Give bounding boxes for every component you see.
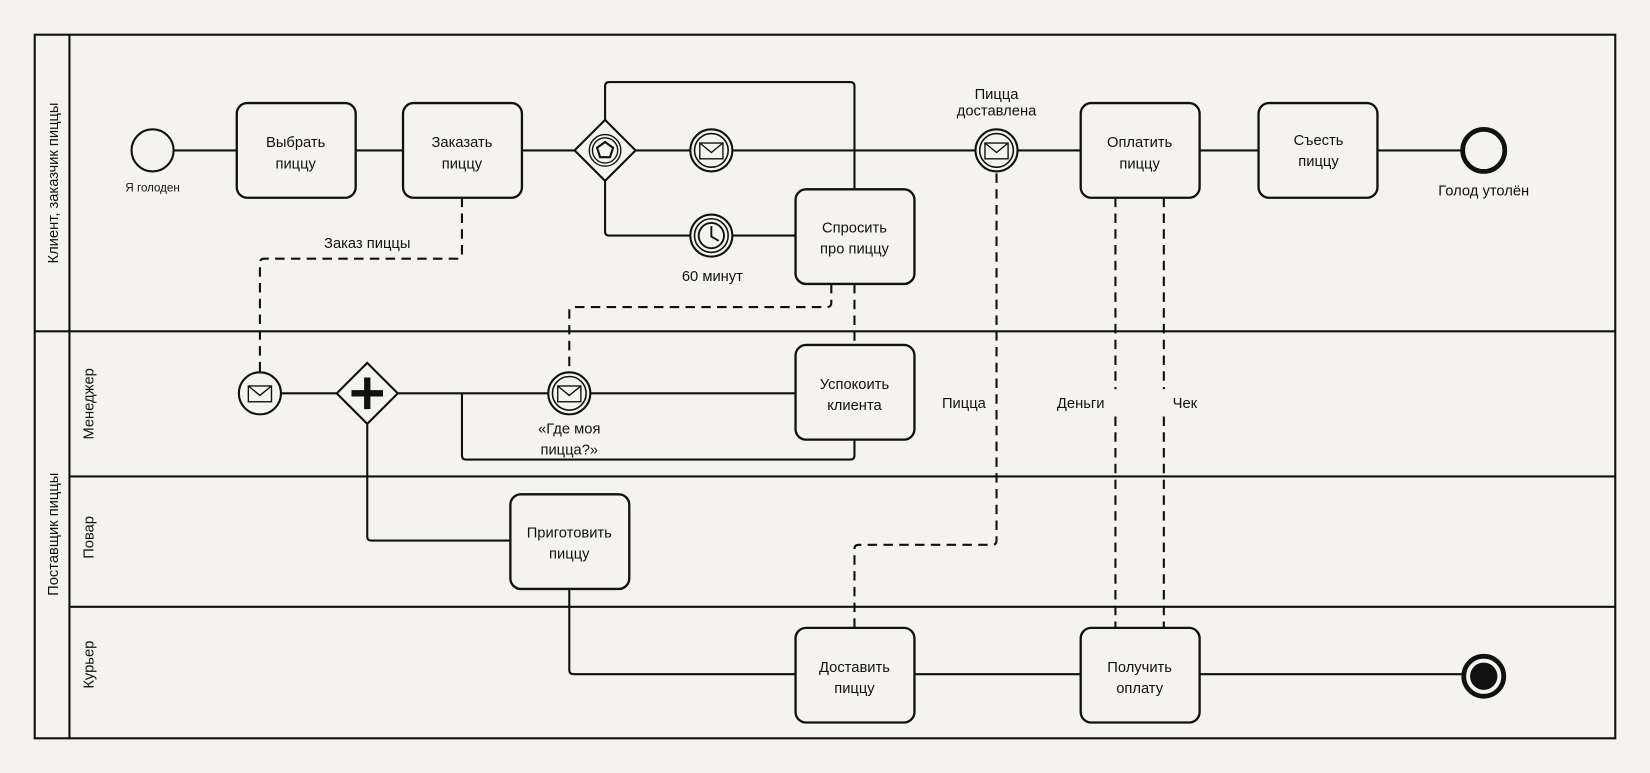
task-cook-pizza[interactable]: Приготовить пиццу: [509, 493, 631, 591]
message-flow-label-order: Заказ пиццы: [324, 236, 410, 252]
pentagon-icon: [595, 140, 615, 159]
task-calm-client[interactable]: Успокоить клиента: [794, 343, 916, 441]
pool-frame: [33, 33, 1617, 740]
timer-event-label: 60 минут: [682, 269, 743, 285]
message-flows: [258, 171, 1165, 628]
svg-text:Съесть: Съесть: [1294, 133, 1344, 149]
svg-text:Оплатить: Оплатить: [1107, 135, 1173, 151]
task-choose-pizza[interactable]: Выбрать пиццу: [235, 101, 357, 199]
timer-intermediate-event[interactable]: [689, 213, 734, 258]
envelope-icon: [984, 142, 1009, 160]
pool-label-supplier: Поставщик пиццы: [46, 473, 62, 596]
message-intermediate-event[interactable]: [689, 128, 734, 173]
start-event[interactable]: [130, 128, 175, 173]
task-order-pizza[interactable]: Заказать пиццу: [401, 101, 524, 199]
start-event-label: Я голоден: [125, 182, 179, 194]
message-start-event[interactable]: [237, 371, 283, 416]
svg-text:пиццу: пиццу: [1119, 156, 1160, 172]
task-receive-payment[interactable]: Получить оплату: [1079, 626, 1201, 724]
plus-icon: [351, 377, 384, 410]
message-flow-label-money: Деньги: [1057, 396, 1105, 412]
clock-icon: [697, 222, 725, 250]
where-is-pizza-label-line1: «Где моя: [538, 421, 600, 437]
svg-text:Успокоить: Успокоить: [820, 377, 890, 393]
envelope-icon: [699, 142, 724, 160]
envelope-icon: [557, 385, 582, 403]
envelope-icon: [247, 385, 273, 403]
task-eat-pizza[interactable]: Съесть пиццу: [1257, 101, 1379, 199]
pizza-delivered-event[interactable]: [974, 128, 1019, 173]
svg-text:пиццу: пиццу: [442, 156, 483, 172]
svg-text:Доставить: Доставить: [819, 660, 890, 676]
end-event-client-label: Голод утолён: [1438, 184, 1529, 200]
svg-text:Заказать: Заказать: [432, 135, 493, 151]
svg-text:Получить: Получить: [1107, 660, 1172, 676]
end-event-client[interactable]: [1460, 126, 1508, 174]
lane-label-cook: Повар: [82, 516, 98, 559]
message-flow-label-pizza: Пицца: [942, 396, 987, 412]
message-flow-label-receipt: Чек: [1173, 396, 1198, 412]
svg-text:пиццу: пиццу: [1298, 154, 1339, 170]
svg-text:пиццу: пиццу: [275, 156, 316, 172]
svg-text:пиццу: пиццу: [549, 546, 590, 562]
delivered-event-label-line2: доставлена: [957, 104, 1037, 120]
task-pay-pizza[interactable]: Оплатить пиццу: [1079, 101, 1201, 199]
delivered-event-label-line1: Пицца: [975, 87, 1020, 103]
lane-label-manager: Менеджер: [82, 368, 98, 439]
lane-label-courier: Курьер: [82, 641, 98, 689]
sequence-flows: [173, 80, 1463, 676]
parallel-gateway[interactable]: [335, 361, 400, 426]
svg-text:клиента: клиента: [827, 398, 882, 414]
svg-text:Спросить: Спросить: [822, 220, 887, 236]
where-is-pizza-event[interactable]: [547, 371, 592, 416]
event-based-gateway[interactable]: [573, 118, 638, 183]
svg-text:про пиццу: про пиццу: [820, 241, 890, 257]
task-ask-about-pizza[interactable]: Спросить про пиццу: [794, 188, 916, 286]
svg-text:Выбрать: Выбрать: [266, 135, 326, 151]
pool-label-client: Клиент, заказчик пиццы: [46, 103, 62, 264]
svg-text:пиццу: пиццу: [834, 681, 875, 697]
task-deliver-pizza[interactable]: Доставить пиццу: [794, 626, 916, 724]
svg-text:Приготовить: Приготовить: [527, 525, 612, 541]
svg-text:оплату: оплату: [1116, 681, 1164, 697]
where-is-pizza-label-line2: пицца?»: [540, 442, 598, 458]
end-event-courier[interactable]: [1461, 653, 1507, 699]
